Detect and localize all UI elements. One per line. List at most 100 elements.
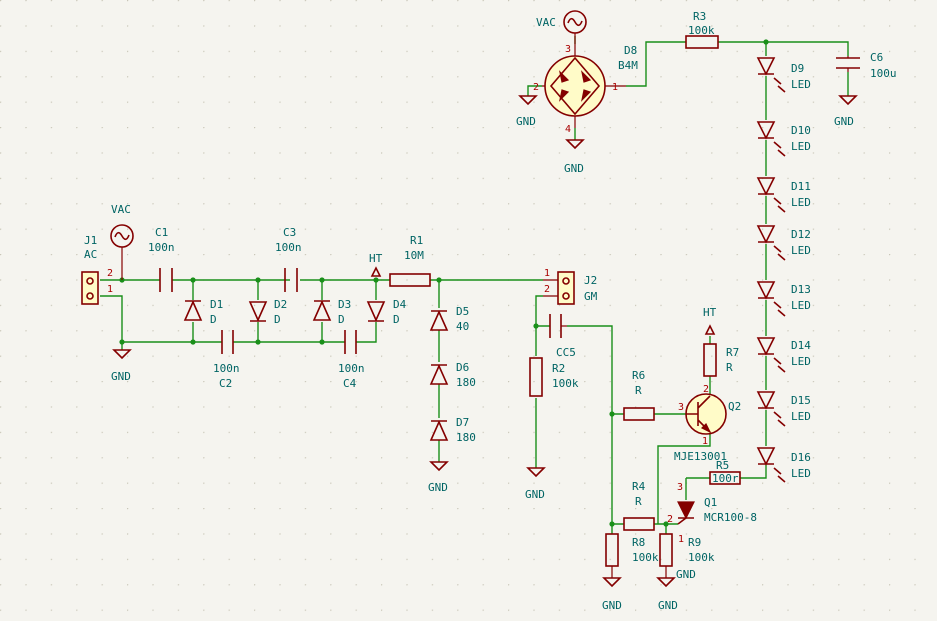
diode-d5[interactable]: D5 40 xyxy=(429,305,469,333)
ht-left-label: HT xyxy=(369,252,383,265)
r2-ref: R2 xyxy=(552,362,565,375)
resistor-r3[interactable]: R3 100k xyxy=(685,10,719,49)
q1-ref: Q1 xyxy=(704,496,717,509)
capacitor-c6[interactable]: C6 100u xyxy=(836,51,897,80)
r7-ref: R7 xyxy=(726,346,739,359)
resistor-r2[interactable]: R2 100k xyxy=(529,357,579,397)
d4-ref: D4 xyxy=(393,298,407,311)
scr-q1[interactable]: 3 2 1 Q1 MCR100-8 xyxy=(667,482,757,545)
q1-value: MCR100-8 xyxy=(704,511,757,524)
led-ref: D16 xyxy=(791,451,811,464)
capacitor-c4[interactable]: 100n C4 xyxy=(338,330,365,390)
ht-label-left: HT xyxy=(369,252,383,277)
led-d14[interactable]: D14 LED xyxy=(756,337,811,373)
j2-pin2: 2 xyxy=(544,284,550,295)
d3-value: D xyxy=(338,313,345,326)
r9-value: 100k xyxy=(688,551,715,564)
r9-ref: R9 xyxy=(688,536,701,549)
led-value: LED xyxy=(791,244,811,257)
gnd-j1: GND xyxy=(111,349,132,383)
led-d16[interactable]: D16 LED xyxy=(756,447,811,483)
led-ref: D15 xyxy=(791,394,811,407)
d8-pin3: 3 xyxy=(565,44,571,55)
c4-value: 100n xyxy=(338,362,365,375)
capacitor-c3[interactable]: C3 100n xyxy=(275,226,302,292)
diode-d3[interactable]: D3 D xyxy=(312,298,351,326)
vac-source-left[interactable]: VAC xyxy=(110,203,134,280)
c1-ref: C1 xyxy=(155,226,168,239)
led-d11[interactable]: D11 LED xyxy=(756,177,811,213)
capacitor-c1[interactable]: C1 100n xyxy=(148,226,175,292)
d2-ref: D2 xyxy=(274,298,287,311)
q1-pin1: 1 xyxy=(678,534,684,545)
led-value: LED xyxy=(791,299,811,312)
c3-ref: C3 xyxy=(283,226,296,239)
led-ref: D10 xyxy=(791,124,811,137)
r8-ref: R8 xyxy=(632,536,645,549)
d4-value: D xyxy=(393,313,400,326)
vac-source-top[interactable]: VAC xyxy=(536,10,587,44)
gnd-d7-label: GND xyxy=(428,481,448,494)
r3-value: 100k xyxy=(688,24,715,37)
gnd-d8-left-label: GND xyxy=(516,115,536,128)
gnd-d8-bottom: GND xyxy=(564,139,585,175)
transistor-q2[interactable]: 2 3 1 Q2 MJE13001 xyxy=(674,384,741,463)
capacitor-c2[interactable]: 100n C2 xyxy=(213,330,240,390)
gnd-r2: GND xyxy=(525,467,546,501)
diode-d4[interactable]: D4 D xyxy=(366,298,407,326)
capacitor-cc5[interactable]: CC5 xyxy=(549,314,576,359)
led-ref: D11 xyxy=(791,180,811,193)
led-d9[interactable]: D9 LED xyxy=(756,57,811,93)
diode-d1[interactable]: D1 D xyxy=(183,298,223,326)
c6-value: 100u xyxy=(870,67,897,80)
d5-ref: D5 xyxy=(456,305,469,318)
connector-j1[interactable]: J1 AC 2 1 xyxy=(81,234,113,305)
resistor-r5[interactable]: R5 100r xyxy=(709,459,741,485)
r7-value: R xyxy=(726,361,733,374)
led-value: LED xyxy=(791,140,811,153)
diode-d6[interactable]: D6 180 xyxy=(429,361,476,389)
d1-value: D xyxy=(210,313,217,326)
j2-value: GM xyxy=(584,290,598,303)
r2-value: 100k xyxy=(552,377,579,390)
connector-j2[interactable]: 1 2 J2 GM xyxy=(543,268,598,305)
resistor-r1[interactable]: R1 10M xyxy=(389,234,431,287)
r6-ref: R6 xyxy=(632,369,645,382)
gnd-r9: GND xyxy=(656,566,678,612)
c2-ref: C2 xyxy=(219,377,232,390)
d7-value: 180 xyxy=(456,431,476,444)
c1-value: 100n xyxy=(148,241,175,254)
r4-ref: R4 xyxy=(632,480,646,493)
d2-value: D xyxy=(274,313,281,326)
led-ref: D14 xyxy=(791,339,811,352)
gnd-d8-left: GND xyxy=(516,95,538,128)
resistor-r7[interactable]: R7 R xyxy=(703,343,739,377)
r6-value: R xyxy=(635,384,642,397)
j1-pin1: 1 xyxy=(107,284,113,295)
led-d10[interactable]: D10 LED xyxy=(756,121,811,157)
diode-d7[interactable]: D7 180 xyxy=(429,416,476,444)
r4-value: R xyxy=(635,495,642,508)
gnd-d8-bottom-label: GND xyxy=(564,162,584,175)
led-d13[interactable]: D13 LED xyxy=(756,281,811,317)
diode-d2[interactable]: D2 D xyxy=(248,298,287,326)
led-value: LED xyxy=(791,355,811,368)
d1-ref: D1 xyxy=(210,298,223,311)
vac-top-label: VAC xyxy=(536,16,556,29)
led-value: LED xyxy=(791,467,811,480)
resistor-r6[interactable]: R6 R xyxy=(623,369,655,421)
bridge-rectifier-d8[interactable]: 3 2 1 4 D8 B4M xyxy=(533,44,638,135)
led-d15[interactable]: D15 LED xyxy=(756,391,811,427)
led-value: LED xyxy=(791,410,811,423)
led-d12[interactable]: D12 LED xyxy=(756,225,811,261)
resistor-r4[interactable]: R4 R xyxy=(623,480,655,531)
cc5-ref: CC5 xyxy=(556,346,576,359)
d8-pin2: 2 xyxy=(533,82,539,93)
q2-pin2: 2 xyxy=(703,384,709,395)
gnd-q1: GND xyxy=(676,568,696,581)
resistor-r9[interactable]: R9 100k xyxy=(659,533,715,567)
gnd-c6: GND xyxy=(834,95,858,128)
d5-value: 40 xyxy=(456,320,469,333)
